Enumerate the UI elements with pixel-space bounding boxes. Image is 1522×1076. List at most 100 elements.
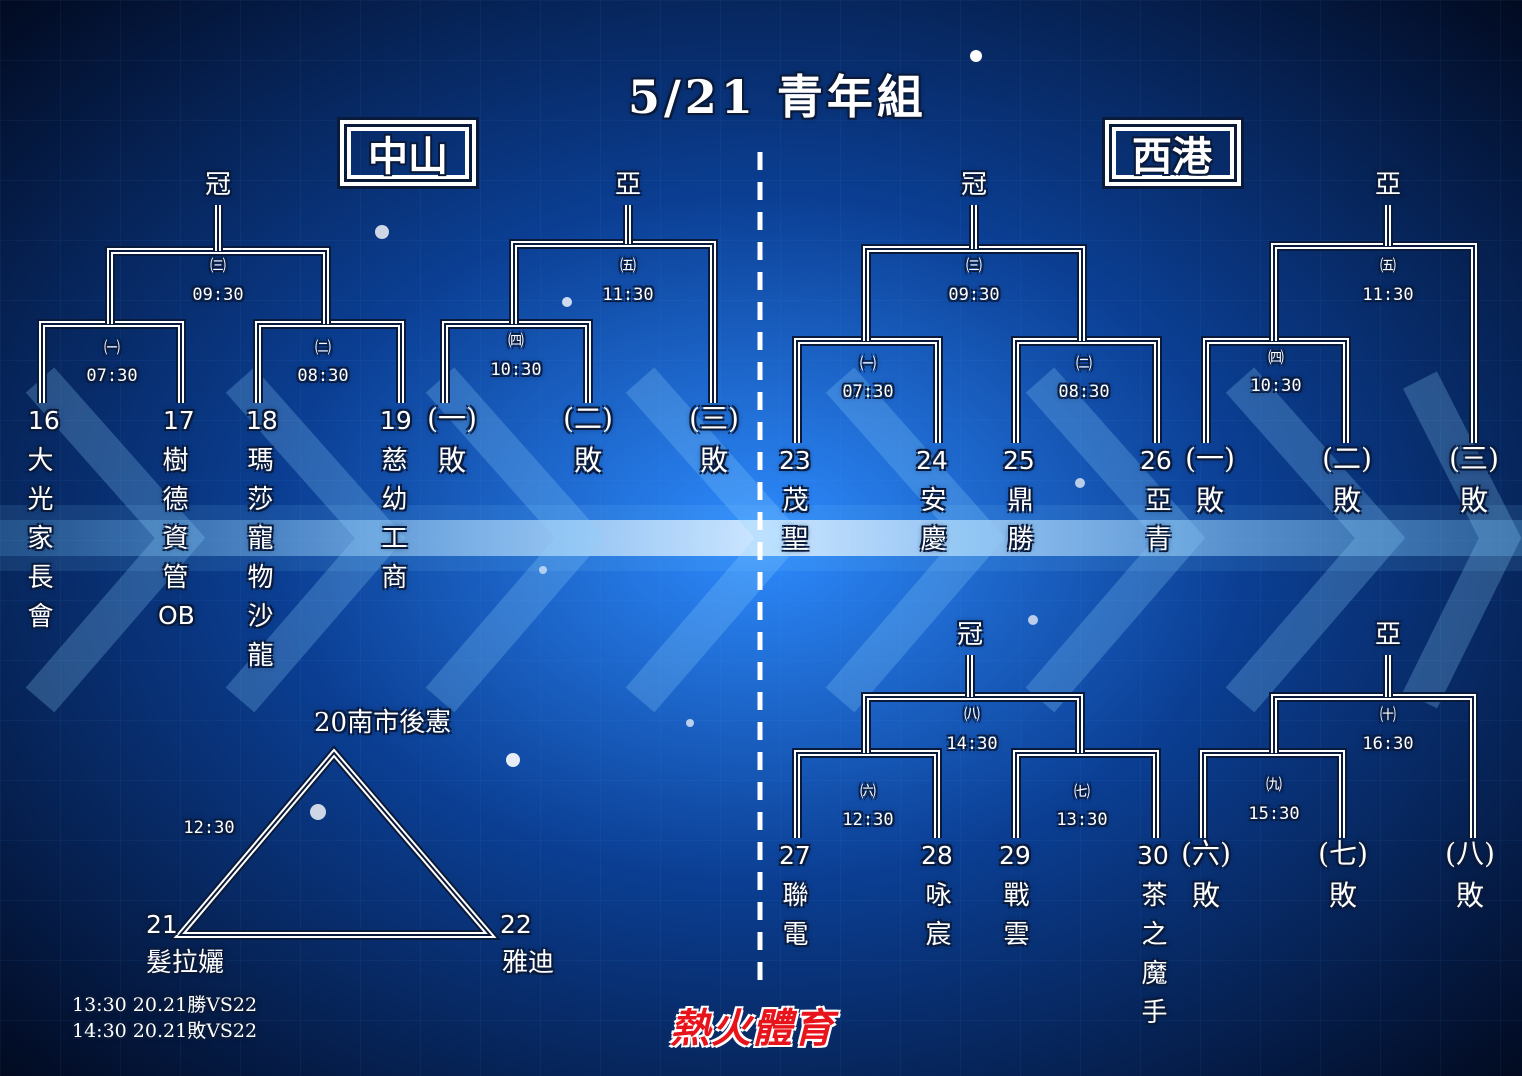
venue-box-xigang [1105,120,1241,186]
zs-loser3-word: 敗 [699,444,729,477]
xg-lower-champion-label: 冠 [956,620,984,650]
xg-lower-bracket-match10 [1269,692,1478,838]
zs-team-16-name: 大光家長會 [23,446,53,641]
zs-match3-round: ㈢ [209,256,227,275]
zs-team-17-name: 樹德資管 [158,446,188,602]
xg-team-24-name: 安慶 [916,486,946,564]
xg-team-26-name: 亞青 [1141,486,1171,564]
xg-upper-champion-label: 冠 [960,170,988,200]
xg-upper-match2-time: 08:30 [1058,382,1110,402]
schedule-note-2: 14:30 20.21敗VS22 [72,1020,258,1042]
zs-match2-round: ㈡ [314,338,332,357]
zs-match1-time: 07:30 [86,366,138,386]
triangle-left-number: 21 [146,910,178,939]
zs-team-16-number: 16 [28,406,60,435]
xg-lower-match7-time: 13:30 [1056,810,1108,830]
xg-lower-match9-time: 15:30 [1248,804,1300,824]
xg-team-24-number: 24 [916,446,948,475]
zs-loser1-word: 敗 [437,444,467,477]
triangle-time: 12:30 [183,818,235,838]
xg-lower-runnerup-label: 亞 [1374,620,1402,650]
xg-upper-loser2-word: 敗 [1332,484,1362,517]
zs-team-18-name: 瑪莎寵物沙龍 [243,446,273,680]
schedule-note-1: 13:30 20.21勝VS22 [72,994,258,1016]
xg-lower-loser7-ref: (七) [1318,837,1368,870]
xg-upper-loser1-word: 敗 [1195,484,1225,517]
xg-upper-match5-time: 11:30 [1362,285,1414,305]
zs-loser2-ref: (二) [563,402,613,435]
brand-logo: 熱火體育 [670,1006,834,1052]
xg-upper-loser3-ref: (三) [1449,442,1499,475]
triangle-group-shape [169,745,501,940]
xg-team-28-name: 咏宸 [921,881,951,959]
xg-upper-match4-round: ㈣ [1267,348,1285,367]
xg-lower-match7-round: ㈦ [1073,782,1091,801]
zs-match1-round: ㈠ [103,338,121,357]
xg-upper-match4-time: 10:30 [1250,376,1302,396]
zs-bracket-match2 [253,319,406,403]
xg-team-29-number: 29 [999,841,1031,870]
xg-lower-loser6-ref: (六) [1181,837,1231,870]
xg-lower-loser7-word: 敗 [1328,879,1358,912]
xg-team-29-name: 戰雲 [999,881,1029,959]
zs-match4-time: 10:30 [490,360,542,380]
zs-match2-time: 08:30 [297,366,349,386]
zs-team-19-name: 慈幼工商 [377,446,407,602]
triangle-right-number: 22 [500,910,532,939]
zs-match5-round: ㈤ [619,256,637,275]
xg-lower-loser6-word: 敗 [1191,879,1221,912]
zs-bracket-match1 [37,319,186,403]
xg-team-27-name: 聯電 [778,881,808,959]
xg-team-28-number: 28 [921,841,953,870]
xg-upper-match5-round: ㈤ [1379,256,1397,275]
xg-team-30-name: 茶之魔手 [1137,881,1167,1037]
xg-team-25-number: 25 [1003,446,1035,475]
zs-match5-time: 11:30 [602,285,654,305]
xg-upper-match2-round: ㈡ [1075,354,1093,373]
xg-upper-loser2-ref: (二) [1322,442,1372,475]
xg-lower-loser8-ref: (八) [1445,837,1495,870]
xg-lower-match8-time: 14:30 [946,734,998,754]
xg-team-23-name: 茂聖 [778,486,808,564]
xg-team-23-number: 23 [779,446,811,475]
xg-team-26-number: 26 [1140,446,1172,475]
triangle-right-name: 雅迪 [502,948,555,978]
xg-lower-match8-round: ㈧ [963,705,981,724]
xg-lower-match9-round: ㈨ [1265,775,1283,794]
zs-loser3-ref: (三) [689,402,739,435]
zs-team-17-suffix: OB [158,601,195,630]
xg-lower-bracket-match9 [1198,748,1347,838]
xg-upper-match1-round: ㈠ [859,354,877,373]
page-title: 5/21 青年組 [628,70,927,124]
zs-loser1-ref: (一) [427,402,477,435]
xg-lower-match6-round: ㈥ [859,782,877,801]
zs-team-17-number: 17 [163,406,195,435]
xg-lower-match10-round: ㈩ [1379,705,1397,724]
venue-label-zhongshan: 中山 [368,133,448,180]
xg-upper-loser1-ref: (一) [1185,442,1235,475]
zs-match3-time: 09:30 [192,285,244,305]
xg-upper-match3-round: ㈢ [965,256,983,275]
xg-team-25-name: 鼎勝 [1003,486,1033,564]
triangle-left-name: 髮拉孋 [146,948,225,978]
zs-match4-round: ㈣ [507,331,525,350]
xg-lower-match6-time: 12:30 [842,810,894,830]
zs-loser2-word: 敗 [573,444,603,477]
zs-team-19-number: 19 [380,406,412,435]
xg-lower-match10-time: 16:30 [1362,734,1414,754]
triangle-top-team: 20南市後憲 [314,708,452,738]
xg-upper-runnerup-label: 亞 [1374,170,1402,200]
zs-champion-label: 冠 [204,170,232,200]
xg-team-30-number: 30 [1137,841,1169,870]
zs-runnerup-label: 亞 [614,170,642,200]
xg-team-27-number: 27 [779,841,811,870]
xg-upper-loser3-word: 敗 [1459,484,1489,517]
venue-label-xigang: 西港 [1132,133,1212,180]
xg-upper-match1-time: 07:30 [842,382,894,402]
venue-box-zhongshan [340,120,476,186]
xg-upper-match3-time: 09:30 [948,285,1000,305]
xg-lower-loser8-word: 敗 [1455,879,1485,912]
zs-team-18-number: 18 [246,406,278,435]
